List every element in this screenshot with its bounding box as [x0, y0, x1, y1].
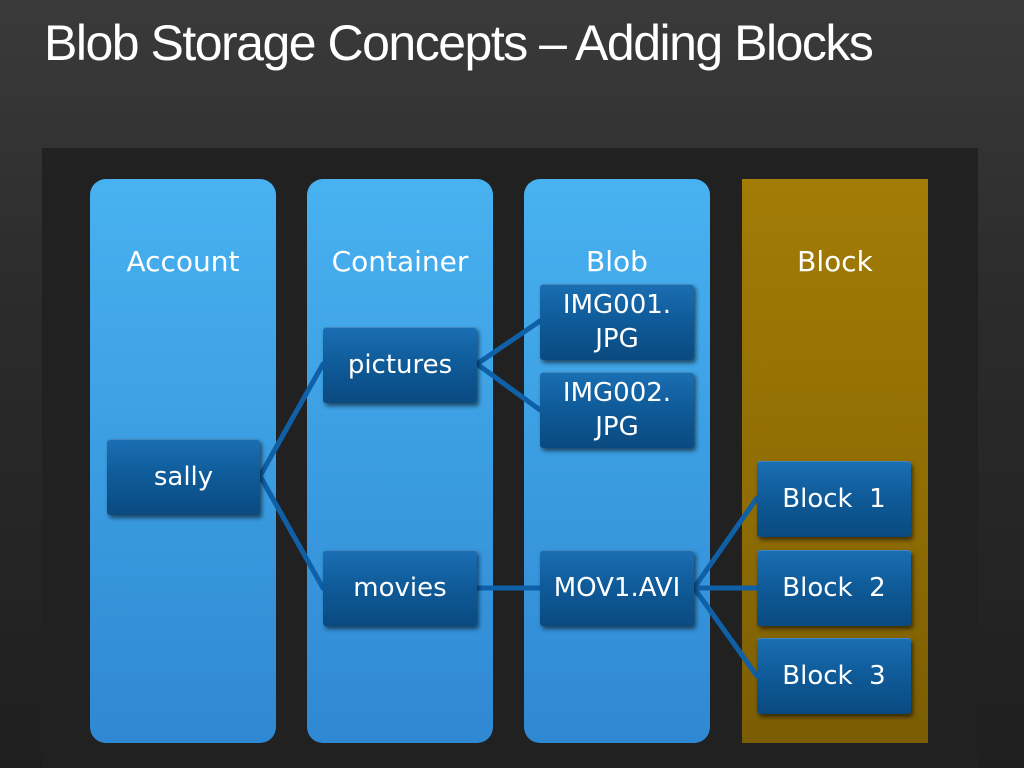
account-column-label: Account: [126, 245, 240, 278]
blob-node-label: MOV1.AVI: [553, 573, 681, 603]
blob-column: [524, 179, 710, 743]
blob-node-img001[interactable]: IMG001. JPG: [540, 284, 694, 360]
block-node-1[interactable]: Block 1: [757, 461, 911, 537]
blob-column-label: Blob: [586, 245, 648, 278]
container-node-label: movies: [353, 573, 447, 603]
blob-node-img002[interactable]: IMG002. JPG: [540, 372, 694, 448]
block-node-label: Block 3: [782, 661, 886, 691]
blob-node-label: IMG001. JPG: [562, 290, 672, 354]
block-node-2[interactable]: Block 2: [757, 550, 911, 626]
account-node-sally[interactable]: sally: [107, 439, 260, 515]
container-node-pictures[interactable]: pictures: [323, 327, 477, 403]
blob-node-label: IMG002. JPG: [562, 378, 672, 442]
container-node-movies[interactable]: movies: [323, 550, 477, 626]
block-node-label: Block 1: [782, 484, 886, 514]
account-node-label: sally: [153, 462, 214, 492]
container-node-label: pictures: [347, 350, 453, 380]
container-column: [307, 179, 493, 743]
block-node-3[interactable]: Block 3: [757, 638, 911, 714]
block-column-label: Block: [797, 245, 873, 278]
blob-node-mov1[interactable]: MOV1.AVI: [540, 550, 694, 626]
block-node-label: Block 2: [782, 573, 886, 603]
slide-title: Blob Storage Concepts – Adding Blocks: [44, 15, 874, 71]
container-column-label: Container: [331, 245, 469, 278]
